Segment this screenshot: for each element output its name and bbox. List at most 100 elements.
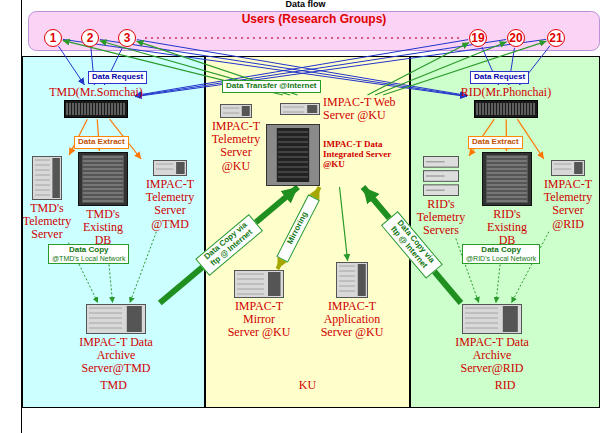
connector xyxy=(130,232,157,303)
callout-number: 19 xyxy=(471,30,484,45)
ellipsis-dot xyxy=(277,37,279,39)
ellipsis-dot xyxy=(229,37,231,39)
flow-label-box: Data Transfer @Internet xyxy=(222,80,321,93)
connector xyxy=(368,43,470,95)
server-icon xyxy=(482,152,532,206)
label-column: IMPAC-T Data Integrated Server @KU xyxy=(320,140,406,170)
server-label: RID's Telemetry Servers xyxy=(414,198,468,238)
server-node: RID(Mr.Phonchai) xyxy=(468,86,544,118)
band-title: Users (Research Groups) xyxy=(28,11,600,26)
ellipsis-dot xyxy=(367,37,369,39)
server-node: TMD's Existing DB xyxy=(74,152,132,248)
ellipsis-dot xyxy=(433,37,435,39)
server-label: IMPAC-T Telemetry Server @TMD xyxy=(138,178,202,231)
site-panel-fill xyxy=(411,57,600,408)
ellipsis-dot xyxy=(205,37,207,39)
connector xyxy=(135,40,506,97)
ellipsis-dot xyxy=(265,37,267,39)
server-label: IMPAC-T Mirror Server @KU xyxy=(226,300,292,340)
server-label: TMD's Existing DB xyxy=(74,208,132,248)
server-node: IMPAC-T Mirror Server @KU xyxy=(226,270,292,340)
server-icon xyxy=(32,156,62,200)
frame-line xyxy=(21,0,22,433)
connector xyxy=(137,40,467,96)
ellipsis-dot xyxy=(403,37,405,39)
user-group-circle: 3 xyxy=(118,29,136,47)
ellipsis-dot xyxy=(217,37,219,39)
server-node: RID's Existing DB xyxy=(478,152,536,248)
server-node: IMPAC-T Application Server @KU xyxy=(312,262,392,340)
ellipsis-dot xyxy=(409,37,411,39)
site-name: KU xyxy=(299,379,316,392)
server-label: IMPAC-T Application Server @KU xyxy=(312,300,392,340)
ellipsis-dot xyxy=(223,37,225,39)
ellipsis-dot xyxy=(325,37,327,39)
server-label: RID's Existing DB xyxy=(478,208,536,248)
server-icon xyxy=(474,100,538,118)
ellipsis-dot xyxy=(169,37,171,39)
site-panel: RIDRID(Mr.Phonchai)RID's Telemetry Serve… xyxy=(410,56,600,408)
flow-label: Data Extract xyxy=(78,138,125,147)
flow-label-box: Data Copy@RID's Local Network xyxy=(462,244,540,264)
ellipsis-dot xyxy=(181,37,183,39)
connector xyxy=(511,232,548,303)
server-label: TMD(Mr.Somchai) xyxy=(49,86,143,99)
flow-label-box: Data Request xyxy=(470,71,529,84)
ellipsis-dot xyxy=(337,37,339,39)
server-icon xyxy=(266,124,320,186)
ellipsis-dot xyxy=(421,37,423,39)
server-node: RID's Telemetry Servers xyxy=(414,156,468,238)
server-node: IMPAC-T Data Archive Server@RID xyxy=(444,304,540,376)
ellipsis-dot xyxy=(445,37,447,39)
ellipsis-dot xyxy=(187,37,189,39)
flow-label: Data Request xyxy=(92,73,143,82)
server-icon xyxy=(78,152,128,206)
callout-number: 1 xyxy=(50,30,57,45)
flow-label: Data Transfer @Internet xyxy=(226,82,317,91)
server-label: IMPAC-T Data Archive Server@TMD xyxy=(68,336,164,376)
diagram-title: Data flow xyxy=(0,0,611,10)
flow-label: @TMD's Local Network xyxy=(52,255,125,263)
flow-label: @RID's Local Network xyxy=(466,255,536,263)
ellipsis-dot xyxy=(397,37,399,39)
server-node: IMPAC-T Data Archive Server@TMD xyxy=(68,304,164,376)
ellipsis-dot xyxy=(283,37,285,39)
ellipsis-dot xyxy=(457,37,459,39)
user-group-circle: 21 xyxy=(547,29,565,47)
site-panel-fill xyxy=(23,57,205,408)
ellipsis-dot xyxy=(295,37,297,39)
server-label: IMPAC-T Telemetry Server @KU xyxy=(208,120,264,173)
ellipsis-dot xyxy=(319,37,321,39)
ellipsis-dot xyxy=(259,37,261,39)
ellipsis-dot xyxy=(331,37,333,39)
user-group-circle: 20 xyxy=(507,29,525,47)
server-label: RID(Mr.Phonchai) xyxy=(461,86,551,99)
callout-number: 2 xyxy=(87,30,94,45)
server-icon xyxy=(551,160,585,176)
ellipsis-dot xyxy=(289,37,291,39)
ellipsis-dot xyxy=(427,37,429,39)
ellipsis-dot xyxy=(415,37,417,39)
server-label: IMPAC-T Data Integrated Server @KU xyxy=(323,140,406,170)
server-label: IMPAC-T Telemetry Server @RID xyxy=(538,178,598,231)
server-node: TMD(Mr.Somchai) xyxy=(58,86,134,118)
server-icon xyxy=(234,270,284,298)
ellipsis-dot xyxy=(391,37,393,39)
connector xyxy=(59,46,85,85)
server-node: IMPAC-T Data Integrated Server @KU xyxy=(266,124,406,186)
server-icon xyxy=(86,304,146,334)
user-group-circle: 2 xyxy=(81,29,99,47)
site-name: TMD xyxy=(100,379,127,392)
ellipsis-dot xyxy=(199,37,201,39)
ellipsis-dot xyxy=(151,37,153,39)
flow-label-box: Data Extract xyxy=(74,136,129,149)
server-icon xyxy=(336,262,368,298)
ellipsis-dot xyxy=(373,37,375,39)
flow-label-box: Data Extract xyxy=(468,136,523,149)
connector xyxy=(340,187,348,261)
ellipsis-dot xyxy=(343,37,345,39)
server-label: IMPAC-T Web Server @KU xyxy=(323,96,400,122)
ellipsis-dot xyxy=(349,37,351,39)
ellipsis-dot xyxy=(385,37,387,39)
